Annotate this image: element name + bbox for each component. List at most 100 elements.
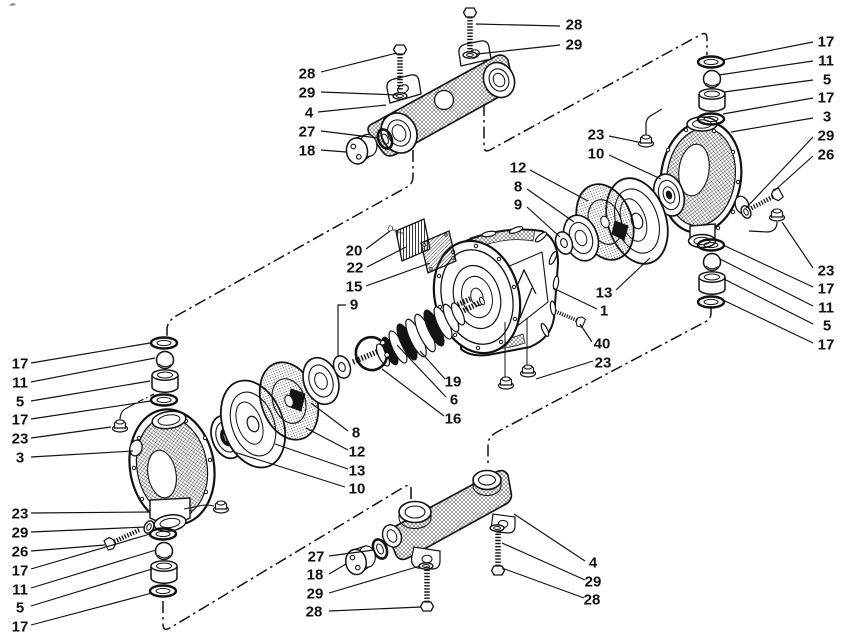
- part-bolt-28-c: [421, 566, 434, 611]
- callout-label-3: 3: [16, 450, 24, 467]
- callout-label-5: 5: [823, 72, 831, 89]
- leader-line-12: [529, 169, 589, 202]
- callout-label-18: 18: [299, 143, 316, 160]
- leader-line-29: [30, 526, 146, 533]
- leader-line-28: [320, 52, 398, 73]
- callout-label-15: 15: [346, 279, 363, 296]
- leader-line-23: [30, 426, 112, 439]
- leader-line-29: [476, 44, 561, 55]
- callout-label-4: 4: [589, 555, 598, 572]
- leader-line-5: [723, 79, 814, 93]
- leader-line-16: [381, 368, 445, 417]
- nut-stud-wire: [183, 504, 215, 510]
- callout-label-12: 12: [510, 160, 527, 177]
- valve-stack-right-bottom: [698, 240, 725, 308]
- leader-line-5: [30, 568, 153, 607]
- leader-line-20: [365, 230, 391, 250]
- nut-stud-wire: [748, 221, 778, 233]
- callout-label-17: 17: [12, 356, 29, 373]
- spool-rod-tip: [453, 294, 476, 309]
- part-washer-29-d: [489, 524, 505, 532]
- leader-line-13: [615, 257, 651, 291]
- leader-line-9: [337, 304, 346, 357]
- valve-stack-left-bottom: [150, 529, 177, 597]
- callout-label-11: 11: [818, 53, 834, 70]
- leader-line-18: [328, 563, 347, 575]
- callout-label-13: 13: [349, 463, 366, 480]
- corner-mark: [9, 3, 16, 6]
- leader-line-17: [30, 400, 152, 420]
- callout-label-29: 29: [585, 574, 602, 591]
- leader-line-6: [396, 344, 447, 398]
- callout-label-40: 40: [594, 336, 611, 353]
- leader-line-11: [719, 258, 814, 307]
- leader-line-3: [30, 450, 134, 458]
- callout-label-5: 5: [16, 394, 24, 411]
- leader-line-11: [718, 60, 814, 76]
- leader-line-12: [305, 427, 349, 451]
- washer-9: [554, 231, 574, 255]
- callout-label-1: 1: [600, 303, 608, 320]
- callout-label-11: 11: [818, 300, 834, 317]
- callout-label-8: 8: [514, 179, 522, 196]
- leader-line-11: [30, 357, 156, 383]
- callout-label-16: 16: [445, 411, 462, 428]
- part-nut-23-right: [768, 208, 786, 222]
- leader-line-27: [320, 130, 379, 139]
- part-casing-left: [128, 408, 216, 532]
- callout-label-5: 5: [16, 600, 24, 617]
- leader-line-23: [535, 360, 594, 380]
- leader-line-4: [317, 104, 387, 113]
- leader-line-9: [526, 206, 561, 238]
- callout-label-27: 27: [308, 549, 325, 566]
- callout-label-23: 23: [12, 506, 29, 523]
- nut-stud-wire-dash: [137, 393, 155, 403]
- phantom-assembly-lines: [162, 32, 712, 631]
- callout-label-23: 23: [818, 263, 835, 280]
- leader-line-8: [526, 188, 575, 223]
- leader-line-5: [723, 278, 814, 325]
- leader-line-23: [30, 511, 149, 514]
- callout-label-11: 11: [12, 582, 28, 599]
- callout-label-10: 10: [588, 146, 605, 163]
- leader-line-23: [608, 135, 639, 143]
- nut-stud-wire: [645, 108, 663, 137]
- part-washer-29-c: [418, 562, 434, 570]
- leader-line-26: [773, 155, 814, 192]
- leader-line-29: [501, 542, 586, 581]
- spool-rod: [459, 299, 483, 315]
- valve-stack-left-top: [151, 338, 178, 406]
- callout-label-13: 13: [596, 285, 613, 302]
- leader-line-27: [328, 549, 375, 557]
- leader-line-17: [722, 299, 814, 344]
- callout-label-3: 3: [823, 109, 831, 126]
- leader-line-26: [30, 544, 106, 552]
- leader-line-29: [745, 136, 814, 209]
- part-muffler-18-bottom: [343, 544, 379, 577]
- callout-leaders: [30, 23, 814, 626]
- callout-label-18: 18: [307, 567, 324, 584]
- callout-label-22: 22: [347, 260, 364, 277]
- callout-label-27: 27: [299, 124, 316, 141]
- callout-label-23: 23: [588, 127, 605, 144]
- callout-label-19: 19: [445, 374, 462, 391]
- leader-line-29: [328, 565, 421, 594]
- callout-label-9: 9: [350, 297, 358, 314]
- leader-line-28: [328, 606, 422, 612]
- part-muffler-18-top: [343, 132, 380, 167]
- leader-line-17: [30, 342, 151, 364]
- leader-line-17: [722, 97, 814, 115]
- valve-stack-right-top: [698, 57, 725, 125]
- leader-line-10: [608, 154, 662, 180]
- part-nut-23-center-a: [497, 376, 515, 390]
- leader-line-15: [365, 262, 431, 287]
- callout-label-9: 9: [514, 197, 522, 214]
- leader-line-3: [730, 117, 814, 133]
- part-washer-29-b: [462, 51, 478, 59]
- leader-line-29: [320, 91, 399, 96]
- leader-line-28: [475, 23, 561, 27]
- callout-label-17: 17: [818, 281, 835, 298]
- leader-line-8: [310, 402, 349, 432]
- callout-label-29: 29: [307, 586, 324, 603]
